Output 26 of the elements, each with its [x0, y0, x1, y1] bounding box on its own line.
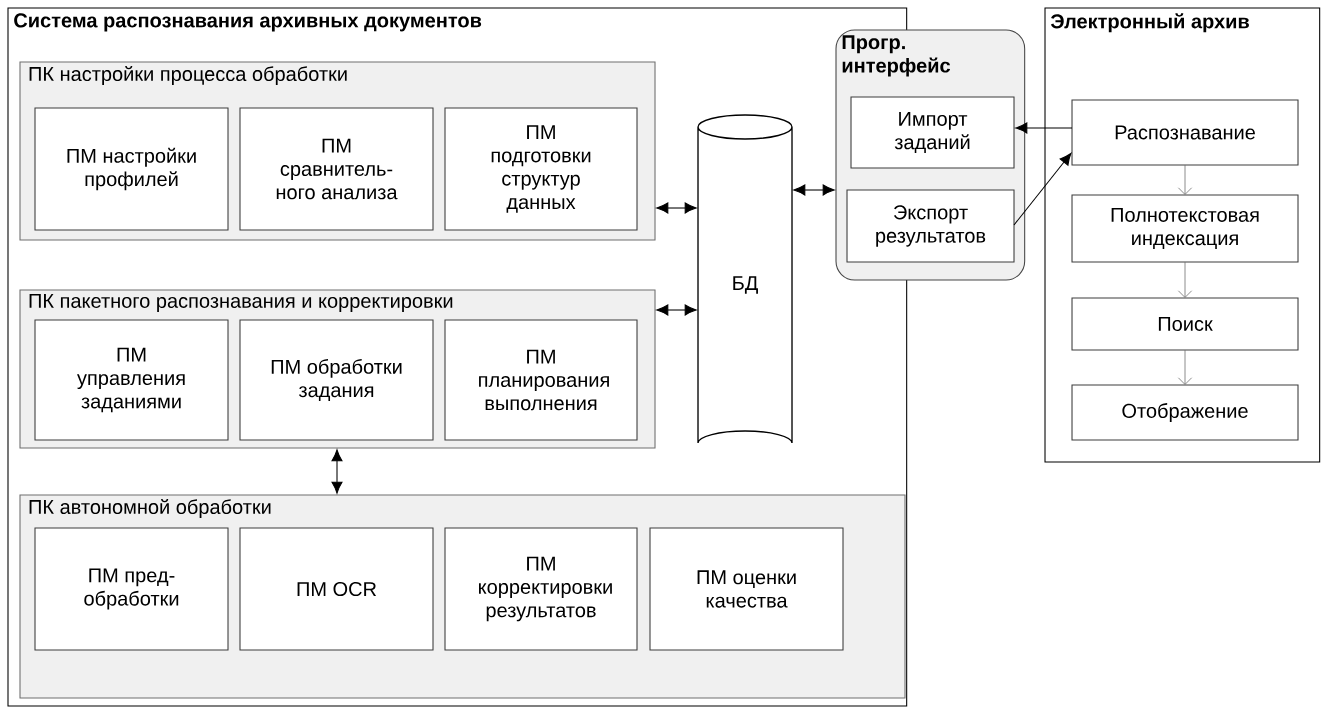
module-box: Полнотекстовая индексация	[1071, 194, 1299, 263]
module-box: ПМ пред- обработки	[34, 527, 229, 651]
module-box: ПМ корректировки результатов	[444, 527, 638, 651]
module-box: Импорт заданий	[850, 96, 1015, 169]
arrow	[793, 184, 835, 196]
module-box: Отображение	[1071, 384, 1299, 441]
module-box: Экспорт результатов	[846, 189, 1015, 263]
arrow	[1177, 164, 1193, 195]
module-box: ПМ подготовки структур данных	[444, 107, 638, 231]
module-box: Поиск	[1071, 297, 1299, 351]
arrow	[656, 304, 697, 316]
module-box: ПМ обработки задания	[239, 319, 434, 441]
arrow	[1015, 122, 1073, 134]
module-box: ПМ настройки профилей	[34, 107, 229, 231]
module-box: ПМ оценки качества	[649, 527, 844, 651]
module-box: ПМ планирования выполнения	[444, 319, 638, 441]
arrow	[1177, 349, 1193, 385]
arrow	[656, 202, 697, 214]
module-box: ПМ сравнитель- ного анализа	[239, 107, 434, 231]
arrow	[1177, 261, 1193, 298]
database-cylinder: БД	[697, 114, 793, 444]
arrow	[331, 449, 343, 494]
arrow	[1013, 152, 1072, 226]
module-box: Распознавание	[1071, 99, 1299, 166]
module-box: ПМ OCR	[239, 527, 434, 651]
module-box: ПМ управления заданиями	[34, 319, 229, 441]
